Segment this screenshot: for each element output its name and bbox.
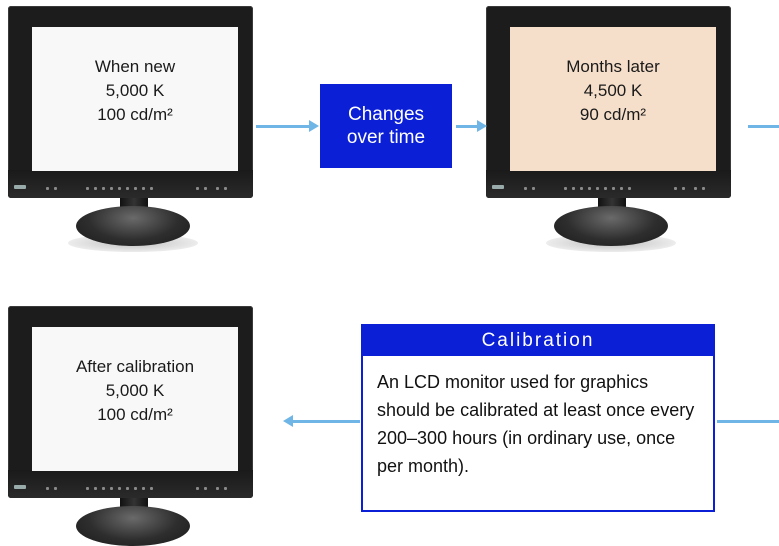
control-button-icon bbox=[628, 187, 631, 190]
control-button-icon bbox=[118, 187, 121, 190]
control-button-icon bbox=[572, 187, 575, 190]
luminance: 100 cd/m² bbox=[97, 405, 173, 424]
luminance: 100 cd/m² bbox=[97, 105, 173, 124]
changes-over-time-box: Changes over time bbox=[320, 84, 452, 168]
control-button-icon bbox=[524, 187, 527, 190]
control-button-icon bbox=[604, 187, 607, 190]
control-button-icon bbox=[142, 187, 145, 190]
monitor-when-new: When new 5,000 K 100 cd/m² bbox=[8, 6, 253, 252]
control-button-icon bbox=[102, 187, 105, 190]
control-button-icon bbox=[532, 187, 535, 190]
control-button-icon bbox=[94, 187, 97, 190]
monitor-stand bbox=[76, 206, 190, 246]
monitor-title: Months later bbox=[566, 57, 660, 76]
brand-logo bbox=[14, 185, 26, 189]
calibration-box: Calibration An LCD monitor used for grap… bbox=[361, 324, 715, 512]
arrow-to-months-later bbox=[456, 120, 487, 132]
control-button-icon bbox=[674, 187, 677, 190]
control-button-icon bbox=[564, 187, 567, 190]
monitor-stand bbox=[76, 506, 190, 546]
control-button-icon bbox=[216, 487, 219, 490]
calibration-text: An LCD monitor used for graphics should … bbox=[377, 372, 695, 476]
monitor-bezel: After calibration 5,000 K 100 cd/m² bbox=[8, 306, 253, 498]
calibration-heading: Calibration bbox=[363, 326, 713, 356]
arrow-off-right bbox=[748, 125, 779, 128]
control-button-icon bbox=[612, 187, 615, 190]
control-button-icon bbox=[150, 187, 153, 190]
monitor-months-later: Months later 4,500 K 90 cd/m² bbox=[486, 6, 731, 252]
control-button-icon bbox=[46, 487, 49, 490]
control-button-icon bbox=[216, 187, 219, 190]
color-temperature: 5,000 K bbox=[105, 381, 165, 400]
control-button-icon bbox=[150, 487, 153, 490]
control-button-icon bbox=[142, 487, 145, 490]
control-button-icon bbox=[682, 187, 685, 190]
monitor-screen: After calibration 5,000 K 100 cd/m² bbox=[32, 327, 238, 471]
monitor-after-calibration: After calibration 5,000 K 100 cd/m² bbox=[8, 306, 253, 546]
color-temperature: 5,000 K bbox=[105, 81, 165, 100]
brand-logo bbox=[14, 485, 26, 489]
control-button-icon bbox=[702, 187, 705, 190]
control-button-icon bbox=[134, 487, 137, 490]
control-button-icon bbox=[596, 187, 599, 190]
control-button-icon bbox=[224, 187, 227, 190]
monitor-controls bbox=[524, 182, 711, 190]
arrow-to-change bbox=[256, 120, 319, 132]
control-button-icon bbox=[86, 487, 89, 490]
change-label-line1: Changes bbox=[347, 104, 425, 125]
control-button-icon bbox=[224, 487, 227, 490]
monitor-bezel: When new 5,000 K 100 cd/m² bbox=[8, 6, 253, 198]
monitor-controls bbox=[46, 482, 233, 490]
control-button-icon bbox=[110, 487, 113, 490]
brand-logo bbox=[492, 185, 504, 189]
control-button-icon bbox=[54, 487, 57, 490]
control-button-icon bbox=[126, 187, 129, 190]
control-button-icon bbox=[102, 487, 105, 490]
control-button-icon bbox=[694, 187, 697, 190]
arrow-to-after-calibration bbox=[283, 415, 360, 427]
control-button-icon bbox=[204, 187, 207, 190]
control-button-icon bbox=[196, 487, 199, 490]
control-button-icon bbox=[126, 487, 129, 490]
monitor-title: When new bbox=[94, 57, 176, 76]
color-temperature: 4,500 K bbox=[583, 81, 643, 100]
control-button-icon bbox=[134, 187, 137, 190]
control-button-icon bbox=[86, 187, 89, 190]
monitor-bezel: Months later 4,500 K 90 cd/m² bbox=[486, 6, 731, 198]
control-button-icon bbox=[54, 187, 57, 190]
control-button-icon bbox=[196, 187, 199, 190]
monitor-screen: Months later 4,500 K 90 cd/m² bbox=[510, 27, 716, 171]
monitor-screen: When new 5,000 K 100 cd/m² bbox=[32, 27, 238, 171]
change-label-line2: over time bbox=[346, 127, 426, 148]
control-button-icon bbox=[204, 487, 207, 490]
luminance: 90 cd/m² bbox=[579, 105, 647, 124]
control-button-icon bbox=[580, 187, 583, 190]
arrow-from-right bbox=[717, 420, 779, 423]
control-button-icon bbox=[588, 187, 591, 190]
control-button-icon bbox=[94, 487, 97, 490]
control-button-icon bbox=[46, 187, 49, 190]
control-button-icon bbox=[620, 187, 623, 190]
monitor-controls bbox=[46, 182, 233, 190]
control-button-icon bbox=[110, 187, 113, 190]
control-button-icon bbox=[118, 487, 121, 490]
monitor-stand bbox=[554, 206, 668, 246]
monitor-title: After calibration bbox=[75, 357, 195, 376]
